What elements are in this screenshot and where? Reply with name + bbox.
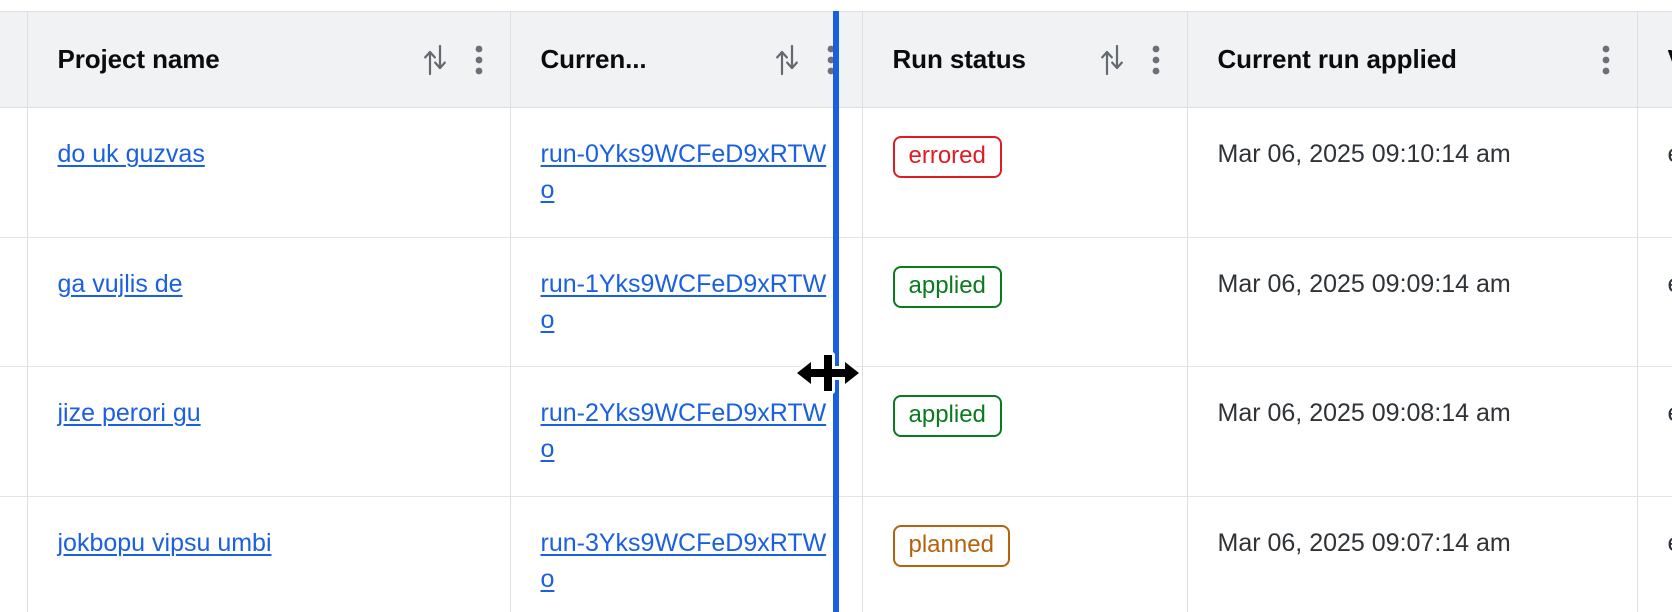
column-header-project-name[interactable]: Project name bbox=[27, 11, 511, 108]
cell-current-run: run-2Yks9WCFeD9xRTWo bbox=[510, 366, 863, 497]
cell-run-status: applied bbox=[862, 237, 1188, 367]
column-header-overflow[interactable]: V bbox=[1637, 11, 1672, 108]
column-header-run-status[interactable]: Run status bbox=[862, 11, 1188, 108]
row-select-cell[interactable] bbox=[0, 237, 28, 367]
kebab-menu-icon[interactable] bbox=[1133, 34, 1179, 86]
cell-current-run-applied: Mar 06, 2025 09:08:14 am bbox=[1187, 366, 1638, 497]
cell-project-name: do uk guzvas bbox=[27, 107, 511, 238]
sort-updown-icon[interactable] bbox=[766, 34, 808, 86]
column-header-label-current-run: Curren... bbox=[540, 44, 647, 74]
cell-overflow: e bbox=[1637, 237, 1672, 367]
project-name-link[interactable]: ga vujlis de bbox=[57, 269, 183, 298]
column-header-label-project-name: Project name bbox=[57, 44, 220, 74]
cell-run-status: planned bbox=[862, 496, 1188, 612]
column-header-label-current-run-applied: Current run applied bbox=[1217, 44, 1457, 74]
column-header-select[interactable] bbox=[0, 11, 28, 108]
cell-project-name: jize perori gu bbox=[27, 366, 511, 497]
cell-project-name: ga vujlis de bbox=[27, 237, 511, 367]
table-row[interactable]: ga vujlis de run-1Yks9WCFeD9xRTWo applie… bbox=[0, 237, 1672, 367]
status-badge: errored bbox=[892, 136, 1002, 179]
row-select-cell[interactable] bbox=[0, 496, 28, 612]
table-header: Project name bbox=[0, 11, 1672, 108]
cell-current-run: run-1Yks9WCFeD9xRTWo bbox=[510, 237, 863, 367]
cell-run-status: errored bbox=[862, 107, 1188, 238]
current-run-link[interactable]: run-1Yks9WCFeD9xRTWo bbox=[540, 269, 827, 334]
cell-run-status: applied bbox=[862, 366, 1188, 497]
current-run-link[interactable]: run-2Yks9WCFeD9xRTWo bbox=[540, 399, 827, 464]
sort-updown-icon[interactable] bbox=[1091, 34, 1133, 86]
column-header-current-run[interactable]: Curren... bbox=[510, 11, 863, 108]
viewport-top-gap bbox=[0, 0, 1672, 11]
cell-current-run-applied: Mar 06, 2025 09:09:14 am bbox=[1187, 237, 1638, 367]
cell-overflow: e bbox=[1637, 107, 1672, 238]
project-name-link[interactable]: jokbopu vipsu umbi bbox=[57, 528, 272, 557]
status-badge: applied bbox=[892, 395, 1002, 438]
row-select-cell[interactable] bbox=[0, 107, 28, 238]
status-badge: planned bbox=[892, 524, 1010, 567]
cell-project-name: jokbopu vipsu umbi bbox=[27, 496, 511, 612]
project-name-link[interactable]: do uk guzvas bbox=[57, 140, 205, 168]
column-header-label-overflow: V bbox=[1668, 44, 1672, 75]
cell-current-run: run-3Yks9WCFeD9xRTWo bbox=[510, 496, 863, 612]
kebab-menu-icon[interactable] bbox=[1583, 34, 1629, 86]
row-select-cell[interactable] bbox=[0, 366, 28, 497]
cell-overflow: e bbox=[1637, 366, 1672, 497]
column-resize-divider[interactable] bbox=[833, 11, 839, 612]
table-row[interactable]: jokbopu vipsu umbi run-3Yks9WCFeD9xRTWo … bbox=[0, 496, 1672, 612]
status-badge: applied bbox=[892, 265, 1002, 308]
current-run-link[interactable]: run-0Yks9WCFeD9xRTWo bbox=[540, 140, 827, 205]
sort-updown-icon[interactable] bbox=[414, 34, 456, 86]
cell-current-run-applied: Mar 06, 2025 09:10:14 am bbox=[1187, 107, 1638, 238]
header-row: Project name bbox=[0, 11, 1672, 108]
current-run-link[interactable]: run-3Yks9WCFeD9xRTWo bbox=[540, 528, 827, 593]
kebab-menu-icon[interactable] bbox=[808, 34, 854, 86]
column-header-current-run-applied[interactable]: Current run applied bbox=[1187, 11, 1638, 108]
table-row[interactable]: do uk guzvas run-0Yks9WCFeD9xRTWo errore… bbox=[0, 107, 1672, 238]
cell-current-run-applied: Mar 06, 2025 09:07:14 am bbox=[1187, 496, 1638, 612]
column-header-label-run-status: Run status bbox=[892, 44, 1026, 74]
kebab-menu-icon[interactable] bbox=[456, 34, 502, 86]
cell-overflow: e bbox=[1637, 496, 1672, 612]
project-name-link[interactable]: jize perori gu bbox=[57, 399, 201, 427]
cell-current-run: run-0Yks9WCFeD9xRTWo bbox=[510, 107, 863, 238]
